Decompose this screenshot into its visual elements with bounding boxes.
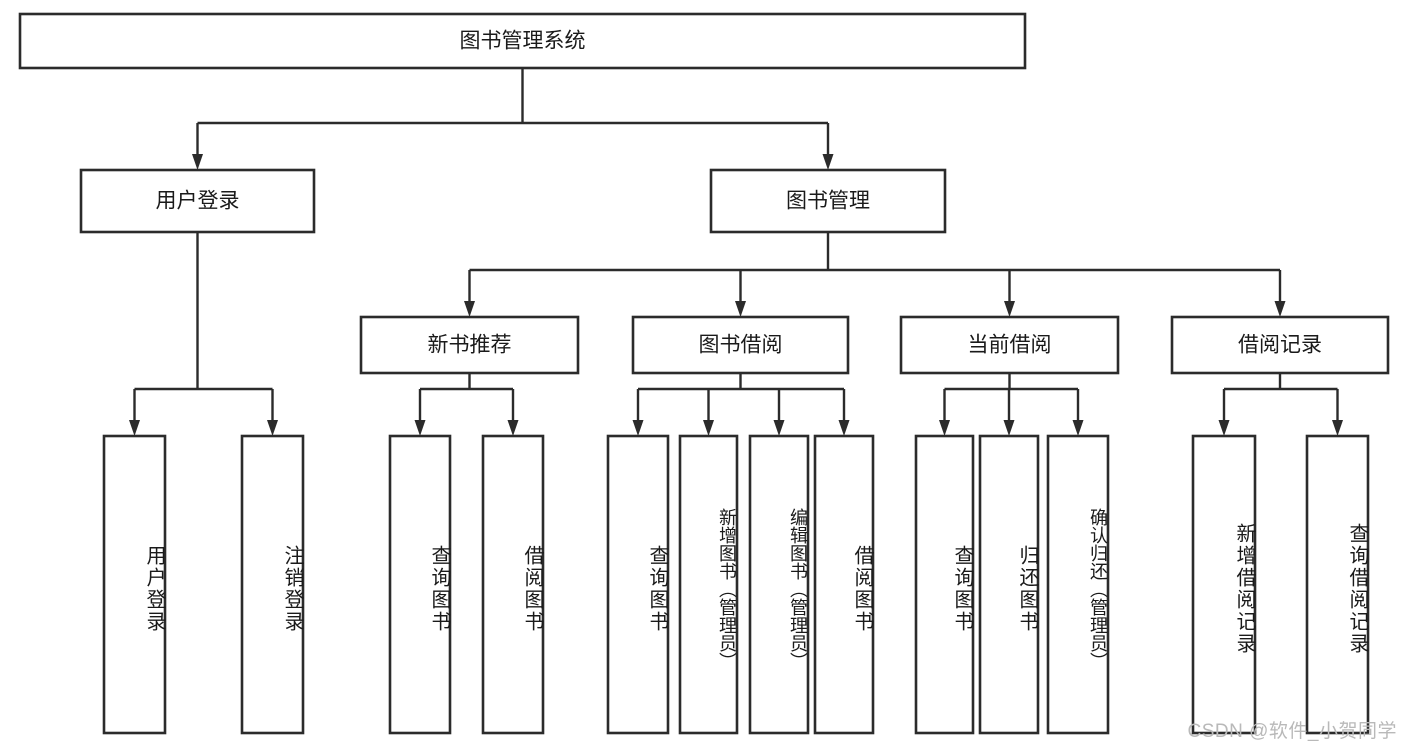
- connector-group-user-login: [129, 232, 278, 436]
- leaf-box[interactable]: [748, 434, 810, 735]
- level3-label: 当前借阅: [968, 334, 1052, 357]
- node-leaf-add-book[interactable]: [678, 434, 739, 735]
- node-borrow-record[interactable]: 借阅记录: [1170, 315, 1390, 375]
- node-leaf-query-book-2[interactable]: [606, 434, 670, 735]
- node-root[interactable]: 图书管理系统: [18, 12, 1027, 70]
- leaf-box[interactable]: [481, 434, 545, 735]
- connector-group-book-borrow: [632, 373, 850, 436]
- node-book-borrow[interactable]: 图书借阅: [631, 315, 850, 375]
- node-leaf-add-record[interactable]: [1191, 434, 1257, 735]
- leaf-box[interactable]: [914, 434, 975, 735]
- level2-box[interactable]: [709, 168, 947, 234]
- connector-group-book-manage: [464, 232, 1286, 317]
- level2-box[interactable]: [79, 168, 316, 234]
- node-leaf-confirm-return[interactable]: [1046, 434, 1110, 735]
- leaf-box[interactable]: [1305, 434, 1370, 735]
- connector-group-root: [192, 68, 834, 170]
- node-leaf-query-record[interactable]: [1305, 434, 1370, 735]
- node-current-borrow[interactable]: 当前借阅: [899, 315, 1120, 375]
- node-leaf-query-book-1[interactable]: [388, 434, 452, 735]
- node-leaf-edit-book[interactable]: [748, 434, 810, 735]
- connector-group-borrow-record: [1218, 373, 1343, 436]
- node-leaf-query-book-3[interactable]: [914, 434, 975, 735]
- node-leaf-user-login[interactable]: [102, 434, 167, 735]
- level3-box[interactable]: [631, 315, 850, 375]
- level2-label: 用户登录: [156, 190, 240, 213]
- leaf-box[interactable]: [1046, 434, 1110, 735]
- leaf-box[interactable]: [678, 434, 739, 735]
- connector-group-new-book-rec: [414, 373, 519, 436]
- level3-box[interactable]: [1170, 315, 1390, 375]
- node-user-login[interactable]: 用户登录: [79, 168, 316, 234]
- leaf-box[interactable]: [606, 434, 670, 735]
- leaf-box[interactable]: [102, 434, 167, 735]
- root-box[interactable]: [18, 12, 1027, 70]
- connector-group-current-borrow: [939, 373, 1084, 436]
- level3-box[interactable]: [359, 315, 580, 375]
- node-leaf-user-logout[interactable]: [240, 434, 305, 735]
- watermark-text: CSDN @软件_小贺同学: [1187, 721, 1397, 742]
- node-leaf-borrow-book-1[interactable]: [481, 434, 545, 735]
- leaf-box[interactable]: [1191, 434, 1257, 735]
- leaf-box[interactable]: [240, 434, 305, 735]
- leaf-box[interactable]: [388, 434, 452, 735]
- level3-label: 图书借阅: [699, 334, 783, 357]
- level2-label: 图书管理: [786, 190, 870, 213]
- leaf-box[interactable]: [978, 434, 1040, 735]
- level3-label: 新书推荐: [428, 334, 512, 357]
- node-book-manage[interactable]: 图书管理: [709, 168, 947, 234]
- level3-box[interactable]: [899, 315, 1120, 375]
- leaf-box[interactable]: [813, 434, 875, 735]
- node-leaf-return-book[interactable]: [978, 434, 1040, 735]
- node-new-book-rec[interactable]: 新书推荐: [359, 315, 580, 375]
- root-label: 图书管理系统: [460, 30, 586, 53]
- node-leaf-borrow-book-2[interactable]: [813, 434, 875, 735]
- level3-label: 借阅记录: [1238, 334, 1322, 357]
